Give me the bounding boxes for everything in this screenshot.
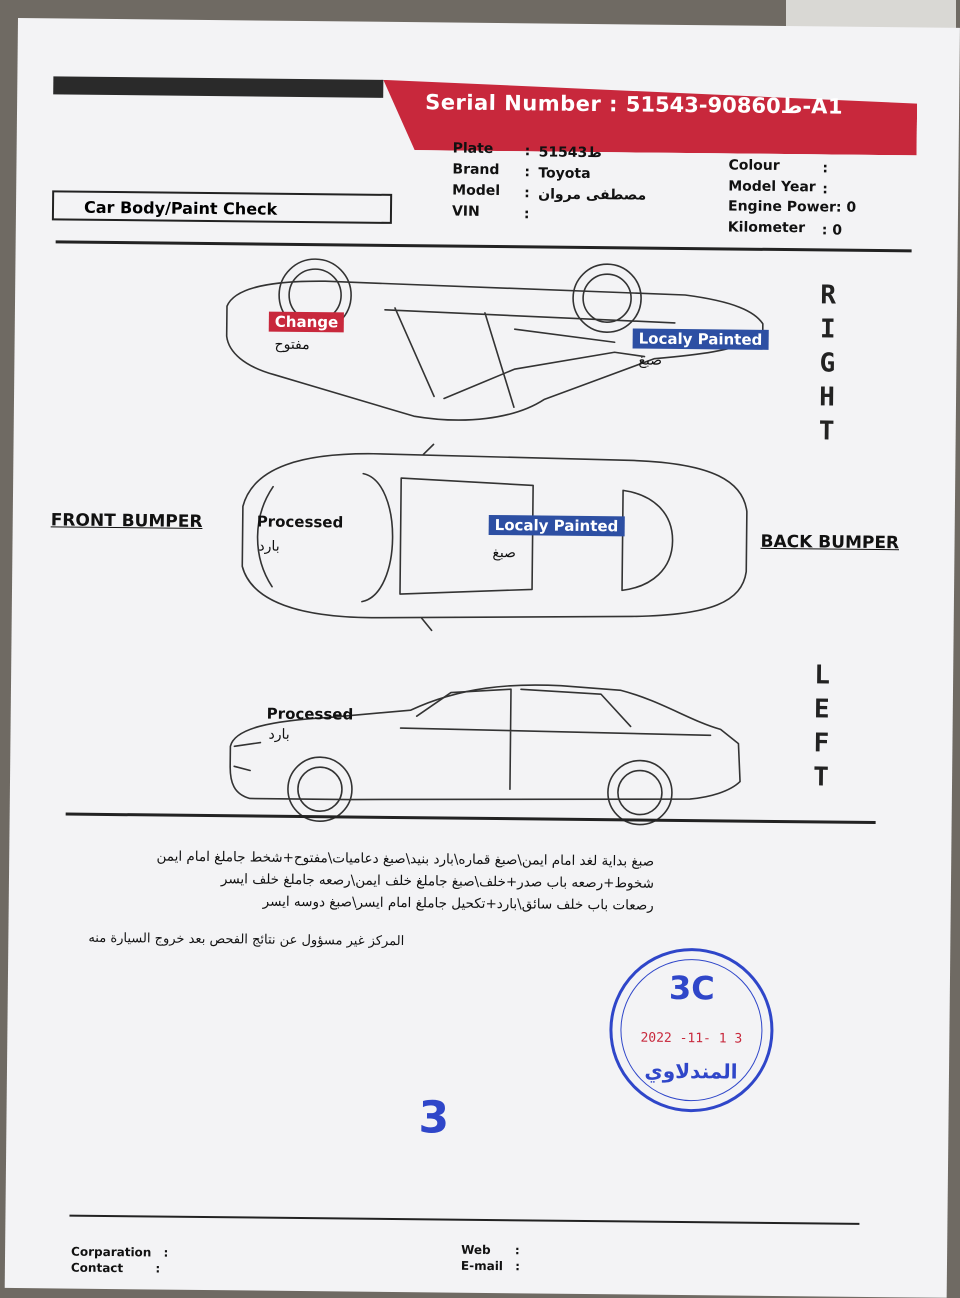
note-line: رصعات باب خلف سائق\بارد+تكحيل جاملغ امام… (262, 893, 654, 914)
inspection-stamp: 3C 2022 -11- 1 3 المندلاوي (608, 947, 775, 1113)
kilometer-label: Kilometer (727, 219, 806, 237)
right-change-ar: مفتوح (274, 336, 310, 354)
model-year-label: Model Year (728, 178, 816, 196)
right-painted-ar: صبغ (638, 352, 663, 369)
header-dark-bar (53, 76, 384, 98)
plate-value: ط51543 (538, 144, 602, 162)
plate-sep: : (524, 143, 531, 160)
left-processed-ar: بارد (268, 726, 290, 743)
back-bumper-label: BACK BUMPER (760, 531, 900, 554)
model-label: Model (452, 182, 501, 200)
kilometer-value: : 0 (821, 222, 843, 239)
serial-number: Serial Number : ط90860-51543-A1 (425, 90, 844, 119)
model-value: مصطفى مروان (538, 186, 647, 204)
footer-email: E-mail : (460, 1258, 521, 1274)
top-painted-tag: Localy Painted (488, 514, 625, 537)
top-painted-ar: صبغ (492, 544, 517, 562)
footer-divider (69, 1214, 860, 1225)
footer-contact: Contact : (70, 1260, 161, 1276)
left-label-letters: L E F T (813, 660, 831, 793)
serial-value: ط90860-51543-A1 (625, 92, 844, 119)
top-processed-label: Processed (256, 512, 344, 532)
model-sep: : (524, 185, 530, 202)
footer-corporation: Corparation : (71, 1244, 169, 1260)
plate-label: Plate (452, 140, 494, 157)
page-number: 3 (418, 1092, 450, 1144)
stamp-title: 3C (668, 968, 715, 1008)
colour-label: Colour (728, 157, 780, 174)
inspection-notes: صبغ بداية لغد امام ايمن\صبغ قماره\بارد ب… (84, 845, 655, 917)
brand-sep: : (524, 164, 531, 181)
stamp-name: المندلاوي (644, 1058, 738, 1084)
engine-power-value: 0 (846, 199, 857, 216)
car-top-view (241, 443, 748, 632)
stamp-date: 2022 -11- 1 3 (640, 1030, 743, 1047)
front-bumper-label: FRONT BUMPER (50, 510, 203, 532)
colour-sep: : (822, 160, 829, 177)
footer-web: Web : (461, 1242, 520, 1258)
brand-value: Toyota (538, 165, 591, 183)
brand-label: Brand (452, 161, 500, 179)
disclaimer: المركز غير مسؤول عن نتائج الفحص بعد خروج… (88, 930, 405, 950)
right-change-tag: Change (268, 311, 345, 333)
vin-sep: : (523, 206, 530, 223)
top-processed-ar: بارد (258, 538, 280, 555)
right-label-letters: R I G H T (818, 280, 837, 447)
vin-label: VIN (451, 203, 480, 220)
left-processed-label: Processed (266, 704, 354, 724)
engine-power-label: Engine Power: 0 (727, 198, 857, 216)
car-left-view (229, 684, 741, 826)
model-year-sep: : (822, 181, 828, 198)
right-painted-tag: Localy Painted (632, 328, 769, 350)
form-title: Car Body/Paint Check (51, 190, 393, 224)
inspection-sheet: Serial Number : ط90860-51543-A1 Plate : … (4, 18, 960, 1298)
